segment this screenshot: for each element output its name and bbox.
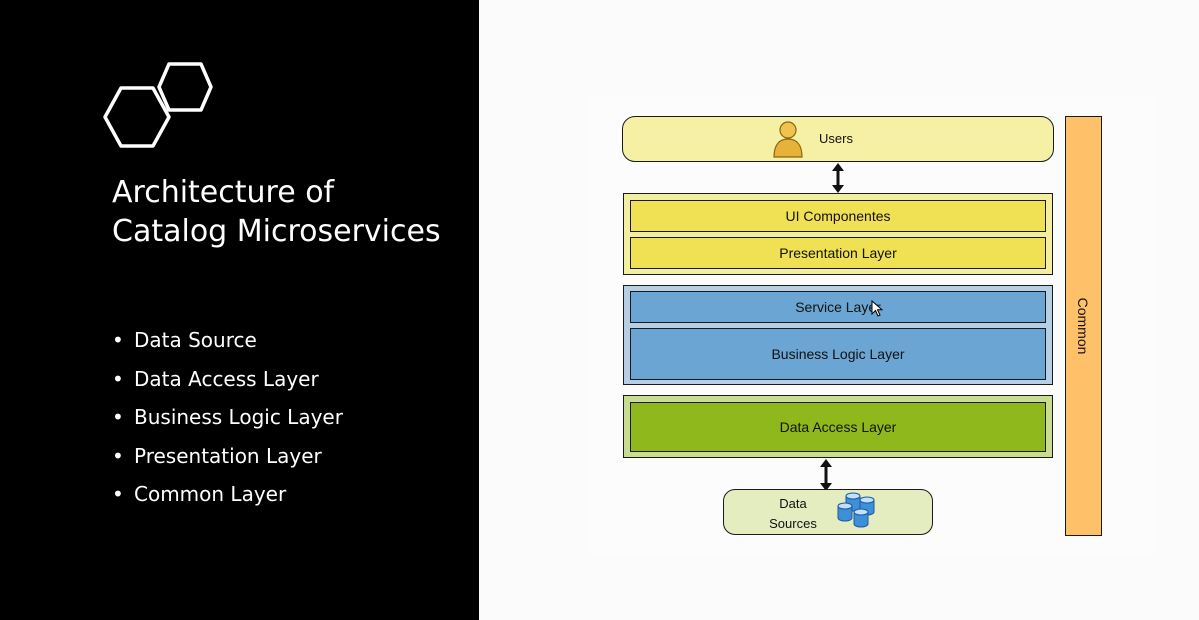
data-access-layer: Data Access Layer: [630, 402, 1046, 452]
slide-title-panel: [0, 0, 479, 620]
ui-components-layer: UI Componentes: [630, 200, 1046, 232]
slide-title-line-1: Architecture of: [112, 175, 335, 210]
bullet-business-logic-layer: Business Logic Layer: [112, 400, 343, 439]
hexagons-icon: [103, 62, 213, 148]
bullet-data-source: Data Source: [112, 323, 343, 362]
slide-title-line-2: Catalog Microservices: [112, 214, 441, 249]
common-label: Common: [1075, 297, 1091, 355]
common-layer: [1065, 116, 1102, 536]
bullet-data-access-layer: Data Access Layer: [112, 362, 343, 401]
data-sources-box: [723, 489, 933, 535]
bullet-list: Data Source Data Access Layer Business L…: [112, 323, 343, 516]
bullet-common-layer: Common Layer: [112, 477, 343, 516]
users-box: [622, 116, 1054, 162]
data-sources-label: Data Sources: [760, 494, 826, 534]
data-sources-label-line-2: Sources: [769, 516, 817, 531]
presentation-layer: Presentation Layer: [630, 237, 1046, 269]
business-logic-layer: Business Logic Layer: [630, 328, 1046, 380]
bullet-presentation-layer: Presentation Layer: [112, 439, 343, 478]
data-sources-label-line-1: Data: [779, 496, 807, 511]
service-layer: Service Layer: [630, 291, 1046, 323]
slide-title: Architecture of Catalog Microservices: [112, 173, 472, 251]
users-label: Users: [819, 131, 853, 146]
